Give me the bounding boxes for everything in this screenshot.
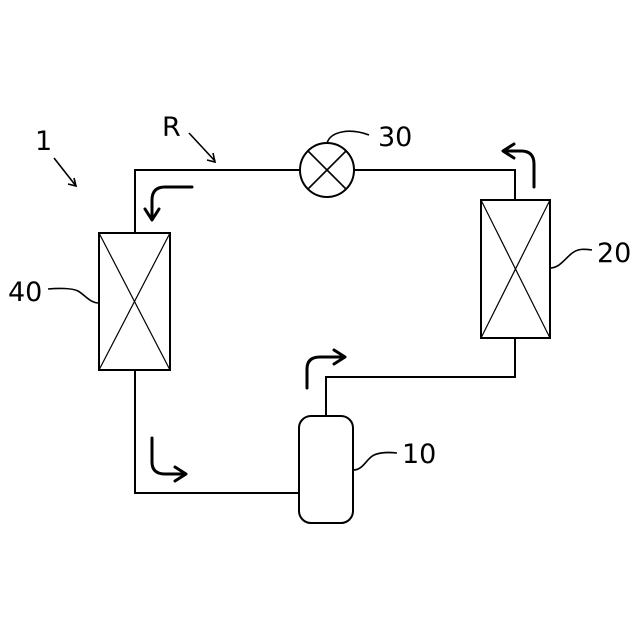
leader-20 — [550, 249, 592, 268]
leader-lines — [48, 131, 592, 470]
label-heat-exchanger-right: 20 — [597, 238, 631, 269]
heat-exchanger-left — [99, 233, 170, 370]
label-system: 1 — [35, 126, 52, 157]
label-refrigerant: R — [162, 112, 181, 143]
flow-arrow-bottom-left — [152, 438, 186, 481]
heat-exchanger-right — [481, 200, 550, 338]
label-expansion-valve: 30 — [378, 122, 412, 153]
flow-arrow-top-right — [503, 144, 534, 187]
label-heat-exchanger-left: 40 — [8, 277, 42, 308]
leader-40 — [48, 288, 99, 303]
leader-r — [189, 133, 215, 161]
expansion-valve — [300, 143, 354, 197]
leader-10 — [353, 452, 397, 470]
pipe-right-to-compressor — [326, 338, 515, 416]
label-compressor: 10 — [402, 439, 436, 470]
pipe-top-left — [135, 170, 300, 233]
pipe-top-right — [354, 170, 515, 200]
leader-30 — [327, 131, 369, 143]
flow-arrow-top-left — [145, 187, 192, 220]
refrigerant-pipes — [135, 170, 515, 493]
compressor — [299, 416, 353, 523]
leader-1 — [54, 158, 76, 186]
